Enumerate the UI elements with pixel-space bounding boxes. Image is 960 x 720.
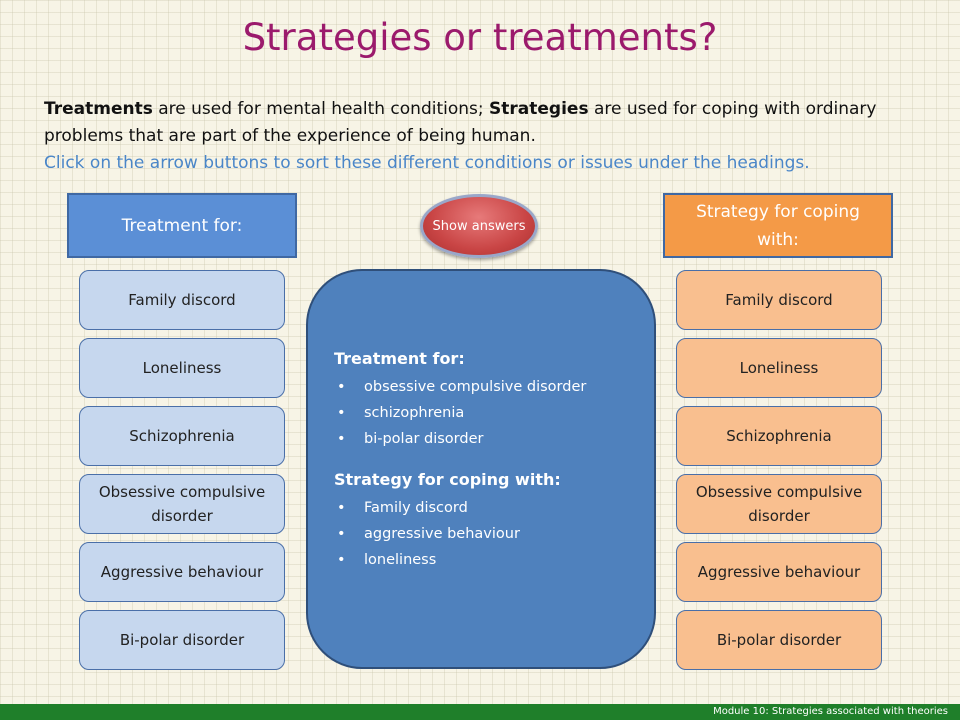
footer-bar: Module 10: Strategies associated with th… [0,704,960,720]
strategy-header: Strategy for coping with: [663,193,893,258]
left-item-family-discord[interactable]: Family discord [79,270,285,330]
right-item-ocd[interactable]: Obsessive compulsive disorder [676,474,882,534]
answer-strategy-item: aggressive behaviour [334,521,634,547]
answers-treatment-list: obsessive compulsive disorder schizophre… [334,374,634,452]
right-item-bipolar[interactable]: Bi-polar disorder [676,610,882,670]
strategies-term: Strategies [489,99,589,119]
slide-title: Strategies or treatments? [242,16,718,59]
instruction-text: Click on the arrow buttons to sort these… [44,153,810,173]
answers-strategy-heading: Strategy for coping with: [334,470,561,489]
answers-strategy-list: Family discord aggressive behaviour lone… [334,495,634,573]
right-item-schizophrenia[interactable]: Schizophrenia [676,406,882,466]
answer-treatment-item: schizophrenia [334,400,634,426]
intro-part-2: are used for coping with ordinary proble… [44,99,877,146]
right-item-family-discord[interactable]: Family discord [676,270,882,330]
left-item-schizophrenia[interactable]: Schizophrenia [79,406,285,466]
treatments-term: Treatments [44,99,153,119]
left-item-bipolar[interactable]: Bi-polar disorder [79,610,285,670]
answers-treatment-heading: Treatment for: [334,349,465,368]
answer-strategy-item: Family discord [334,495,634,521]
intro-text: Treatments are used for mental health co… [44,96,944,177]
answer-treatment-item: bi-polar disorder [334,426,634,452]
treatment-header: Treatment for: [67,193,297,258]
left-item-ocd[interactable]: Obsessive compulsive disorder [79,474,285,534]
answers-panel: Treatment for: obsessive compulsive diso… [306,269,656,669]
right-item-aggressive-behaviour[interactable]: Aggressive behaviour [676,542,882,602]
show-answers-button[interactable]: Show answers [420,194,538,258]
left-item-loneliness[interactable]: Loneliness [79,338,285,398]
answer-treatment-item: obsessive compulsive disorder [334,374,634,400]
answer-strategy-item: loneliness [334,547,634,573]
right-item-loneliness[interactable]: Loneliness [676,338,882,398]
intro-part-1: are used for mental health conditions; [152,99,490,119]
left-item-aggressive-behaviour[interactable]: Aggressive behaviour [79,542,285,602]
